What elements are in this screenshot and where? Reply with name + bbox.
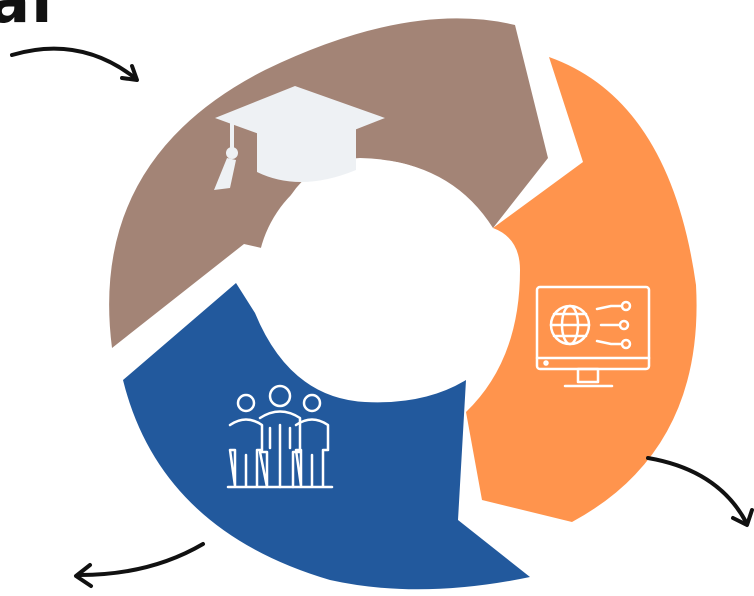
segment-technology [466, 57, 697, 522]
group-of-people-icon [226, 384, 334, 489]
center-hole [257, 160, 493, 396]
curved-arrow-bottom-right [646, 456, 754, 527]
graduation-cap-icon [214, 86, 385, 190]
partial-title: ial [0, 0, 54, 37]
segment-education [109, 18, 548, 349]
segment-people [123, 283, 530, 590]
monitor-globe-network-icon [535, 285, 651, 388]
curved-arrow-bottom-left [74, 542, 205, 588]
curved-arrow-top-left [10, 46, 139, 82]
